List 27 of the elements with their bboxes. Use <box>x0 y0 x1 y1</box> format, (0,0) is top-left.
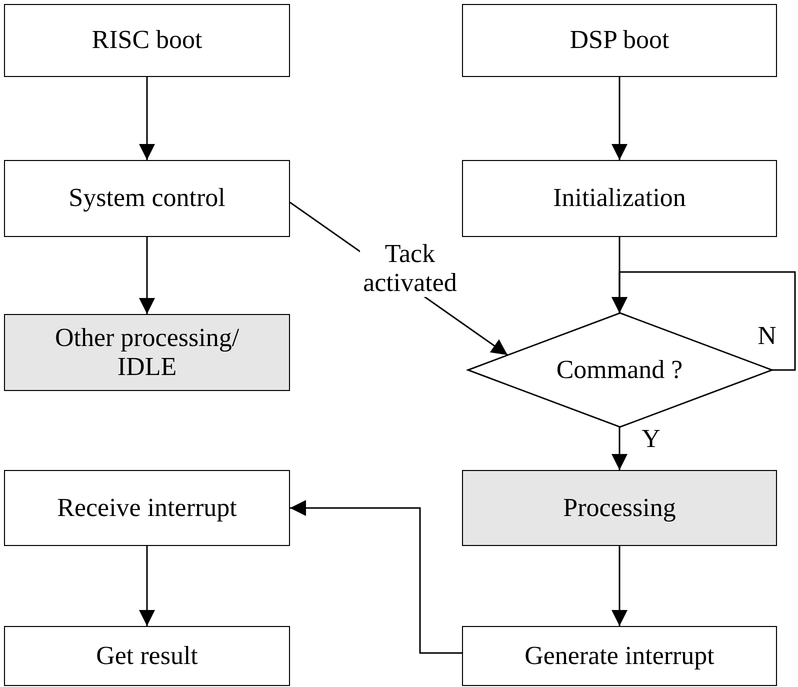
node-text: Receive interrupt <box>57 494 237 522</box>
process-box <box>4 160 290 237</box>
node-text: Generate interrupt <box>524 642 714 670</box>
node-text: Other processing/ IDLE <box>54 324 240 382</box>
process-box <box>4 626 290 686</box>
node-text: Get result <box>96 642 198 670</box>
arrow <box>612 427 628 470</box>
process-box <box>462 160 777 237</box>
process-box <box>462 626 777 686</box>
process-box <box>4 470 290 546</box>
node-text: RISC boot <box>92 26 202 55</box>
node-text: Processing <box>563 494 676 522</box>
arrow <box>139 77 155 160</box>
process-box <box>462 470 777 546</box>
process-box <box>462 4 777 77</box>
arrow <box>612 77 628 160</box>
node-text: Command ? <box>556 356 683 384</box>
arrow <box>139 546 155 626</box>
arrow <box>139 237 155 314</box>
arrow <box>612 271 796 371</box>
node-text: System control <box>68 184 226 213</box>
process-box <box>4 4 290 77</box>
arrow <box>612 546 628 626</box>
node-text: DSP boot <box>570 26 670 55</box>
node-text: Initialization <box>553 184 686 213</box>
arrow <box>290 500 462 654</box>
process-box <box>4 314 290 391</box>
